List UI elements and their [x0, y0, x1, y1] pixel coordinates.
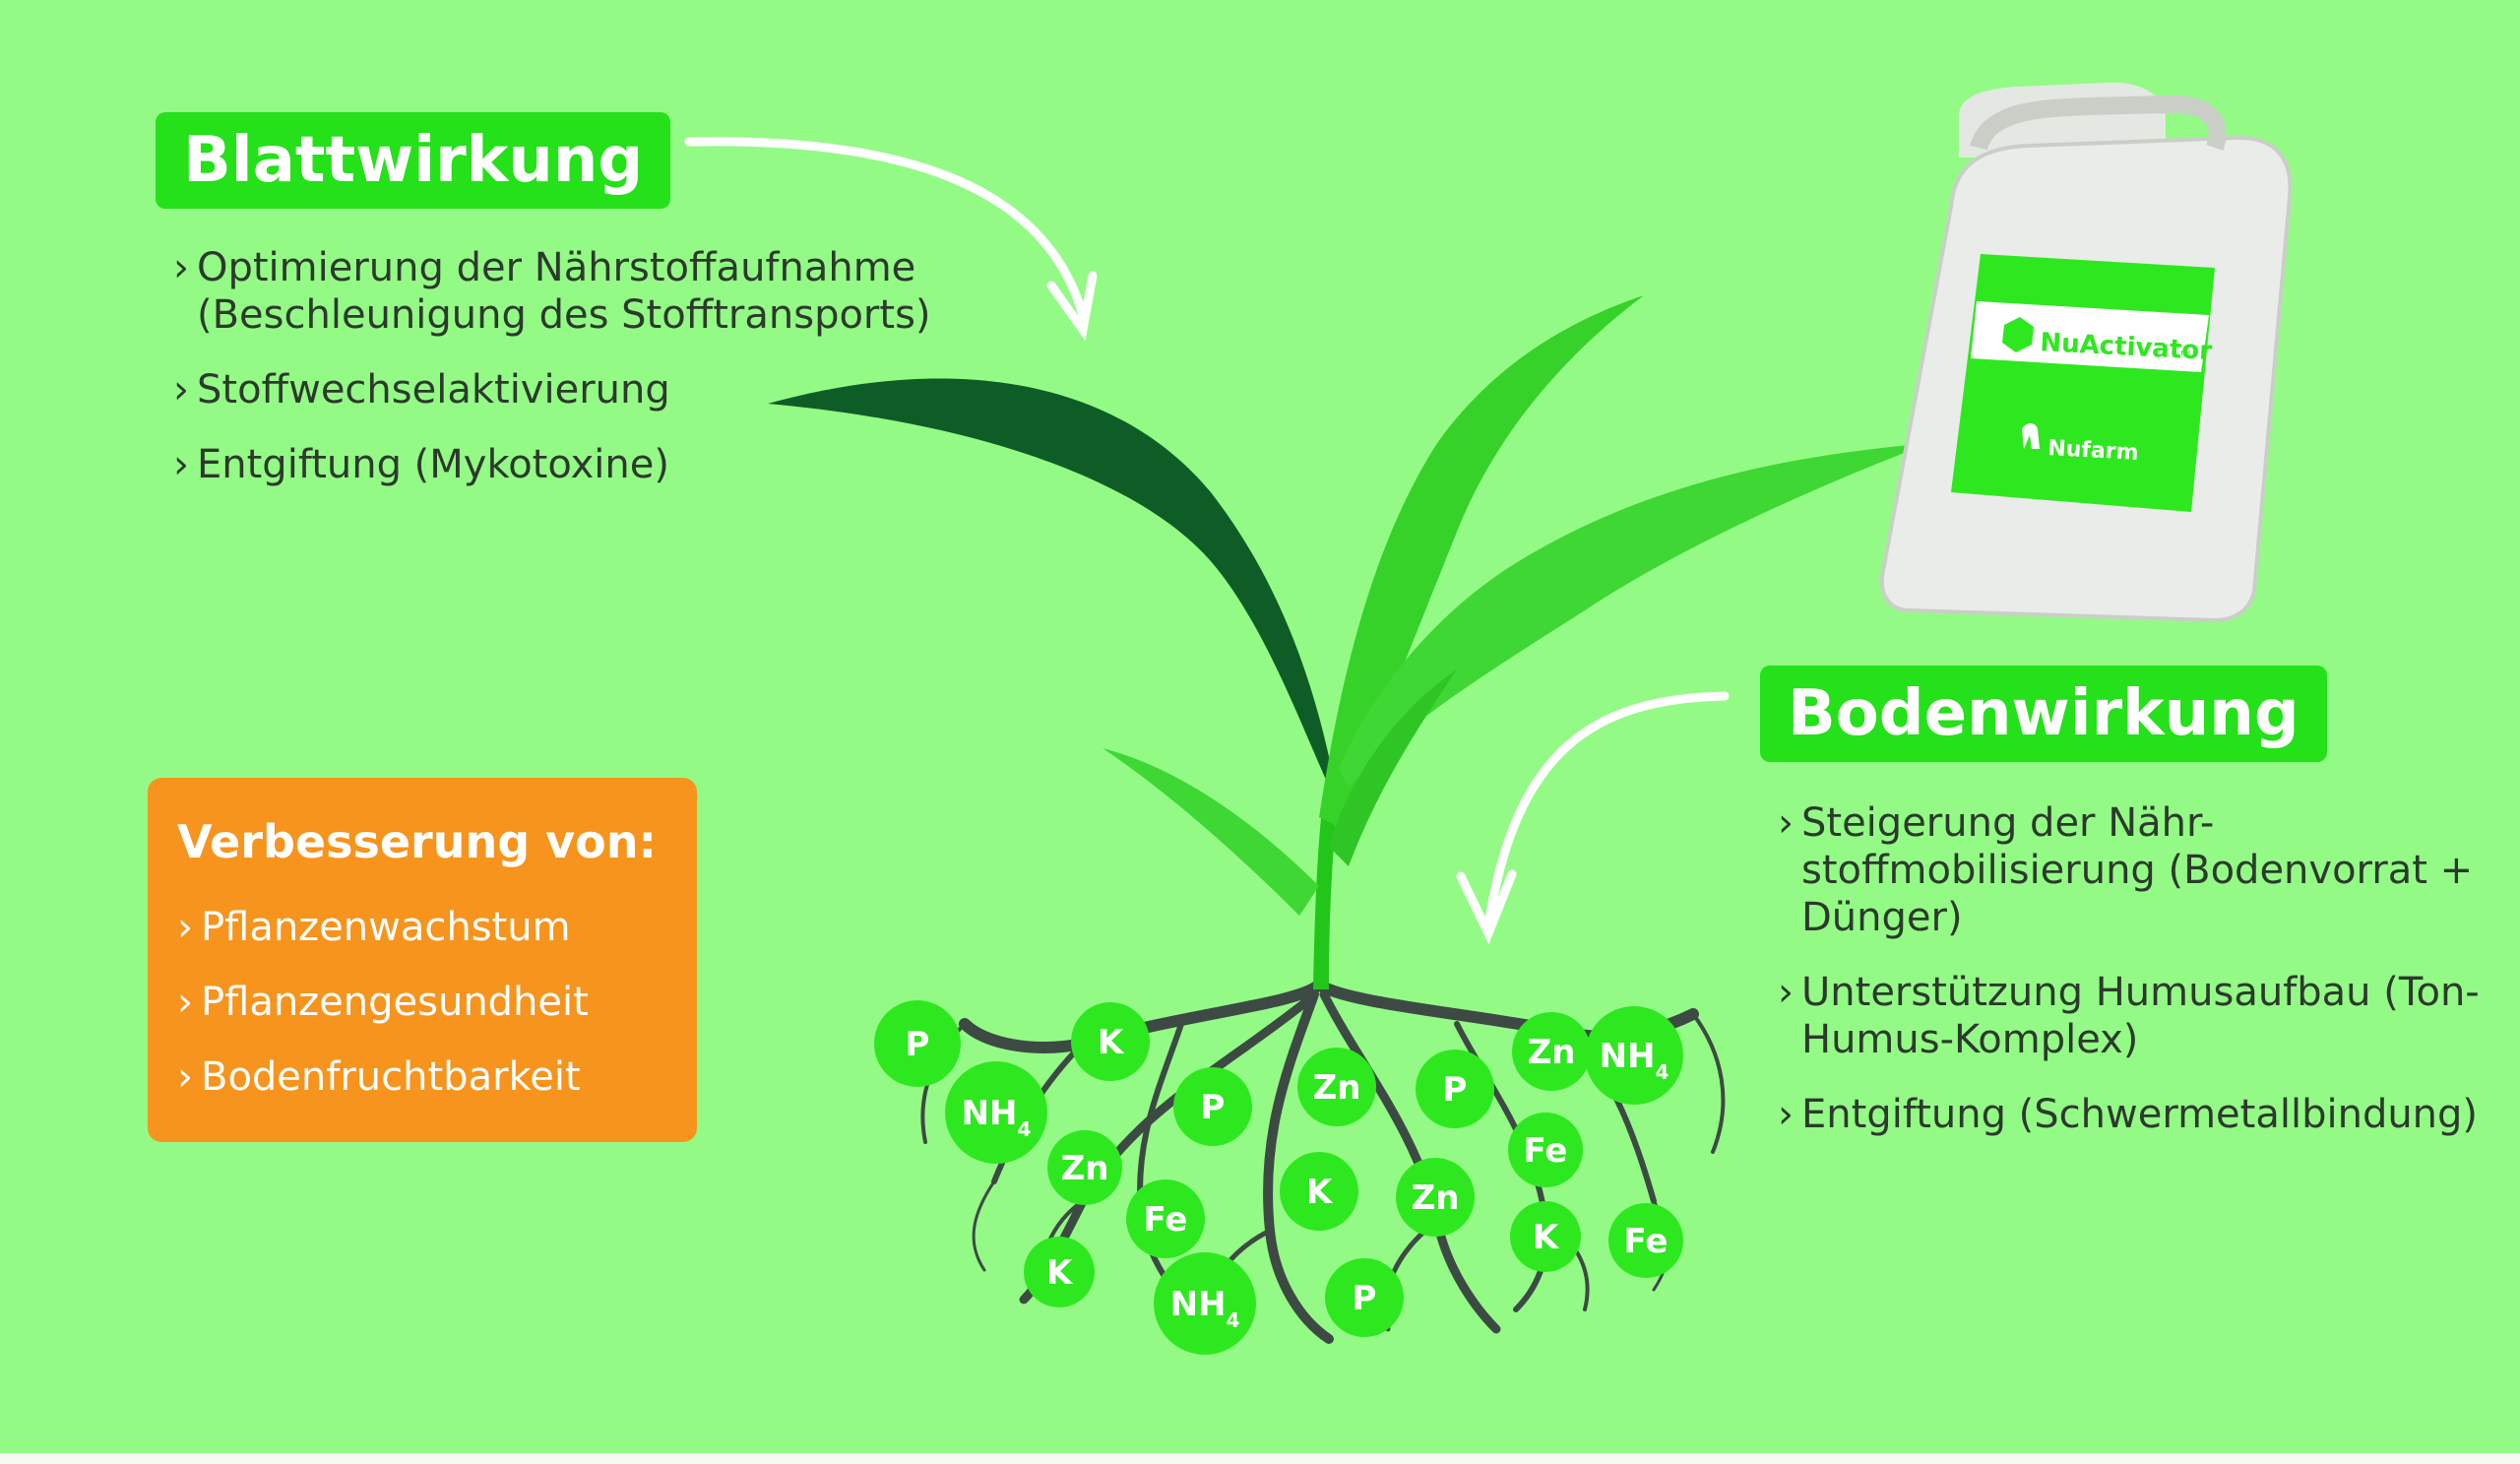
bodenwirkung-item: Entgiftung (Schwermetallbindung): [1778, 1091, 2487, 1138]
blattwirkung-list: Optimierung der Nährstoffaufnahme (Besch…: [173, 244, 1059, 516]
nutrient-circle: [1280, 1152, 1358, 1231]
nutrient-label: K: [1098, 1023, 1125, 1062]
blattwirkung-item: Optimierung der Nährstoffaufnahme (Besch…: [173, 244, 1059, 339]
nutrient-circle: [1508, 1113, 1583, 1187]
nutrient-circle: [1297, 1048, 1376, 1126]
nutrient-label: Zn: [1528, 1033, 1576, 1072]
verbesserung-box: Verbesserung von: Pflanzenwachstum Pflan…: [148, 778, 697, 1142]
nutrient-label: P: [1353, 1279, 1377, 1318]
nutrient-label: Fe: [1624, 1222, 1669, 1261]
nutrient-circle: [1126, 1179, 1205, 1258]
product-trademark: ™: [2177, 348, 2193, 366]
verbesserung-item: Pflanzengesundheit: [177, 979, 589, 1026]
nutrient-circle: [1608, 1203, 1683, 1278]
nutrient-circle: [1173, 1067, 1252, 1146]
nutrient-circle: [1510, 1201, 1581, 1272]
nutrient-label: P: [1443, 1070, 1468, 1110]
verbesserung-item: Pflanzenwachstum: [177, 904, 589, 951]
nutrient-label: P: [1201, 1088, 1226, 1127]
small-inner-leaf: [1329, 669, 1457, 866]
nutrient-circle: [1071, 1002, 1150, 1081]
nutrient-circle: [1416, 1050, 1494, 1128]
nutrient-circle: [1047, 1130, 1122, 1205]
nutrient-circle: [945, 1061, 1047, 1164]
blattwirkung-item: Stoffwechselaktivierung: [173, 366, 1059, 414]
bodenwirkung-item: Steigerung der Nähr-stoffmobilisierung (…: [1778, 799, 2487, 941]
bodenwirkung-item: Unterstützung Humusaufbau (Ton-Humus-Kom…: [1778, 969, 2487, 1063]
verbesserung-item: Bodenfruchtbarkeit: [177, 1053, 589, 1101]
nutrient-circle: [1154, 1252, 1256, 1355]
nutrient-circle: [1325, 1258, 1404, 1337]
nutrient-circle: [1024, 1237, 1095, 1307]
blattwirkung-item: Entgiftung (Mykotoxine): [173, 441, 1059, 488]
nutrient-label: Fe: [1524, 1131, 1568, 1171]
nutrient-label: K: [1306, 1173, 1334, 1212]
nutrient-label: K: [1533, 1218, 1560, 1257]
nutrient-label: K: [1046, 1253, 1074, 1293]
nutrient-circle: [1585, 1006, 1683, 1105]
lower-left-leaf: [1102, 748, 1319, 916]
bottom-strip: [0, 1453, 2520, 1464]
bodenwirkung-list: Steigerung der Nähr-stoffmobilisierung (…: [1778, 799, 2487, 1166]
brand-name: Nufarm: [2048, 436, 2139, 466]
verbesserung-list: Pflanzenwachstum Pflanzengesundheit Bode…: [177, 904, 589, 1128]
right-leaf: [1339, 443, 1929, 788]
blatt-arrow: [684, 137, 1098, 342]
nutrient-circle: [1512, 1012, 1591, 1091]
product-canister: NuActivator ™ Nufarm: [1879, 82, 2293, 623]
verbesserung-title: Verbesserung von:: [177, 815, 657, 868]
blattwirkung-heading: Blattwirkung: [156, 112, 671, 209]
nutrient-circle: [1396, 1158, 1475, 1237]
nutrient-label: Zn: [1412, 1178, 1460, 1218]
nutrient-label: Zn: [1313, 1068, 1361, 1108]
nutrient-label: P: [906, 1025, 930, 1064]
nutrient-circle: [874, 1000, 961, 1087]
nutrient-label: Zn: [1061, 1149, 1109, 1188]
nutrient-label: Fe: [1144, 1200, 1188, 1240]
dark-leaf: [768, 378, 1339, 807]
bodenwirkung-heading: Bodenwirkung: [1760, 666, 2327, 762]
boden-arrow: [1456, 691, 1730, 945]
